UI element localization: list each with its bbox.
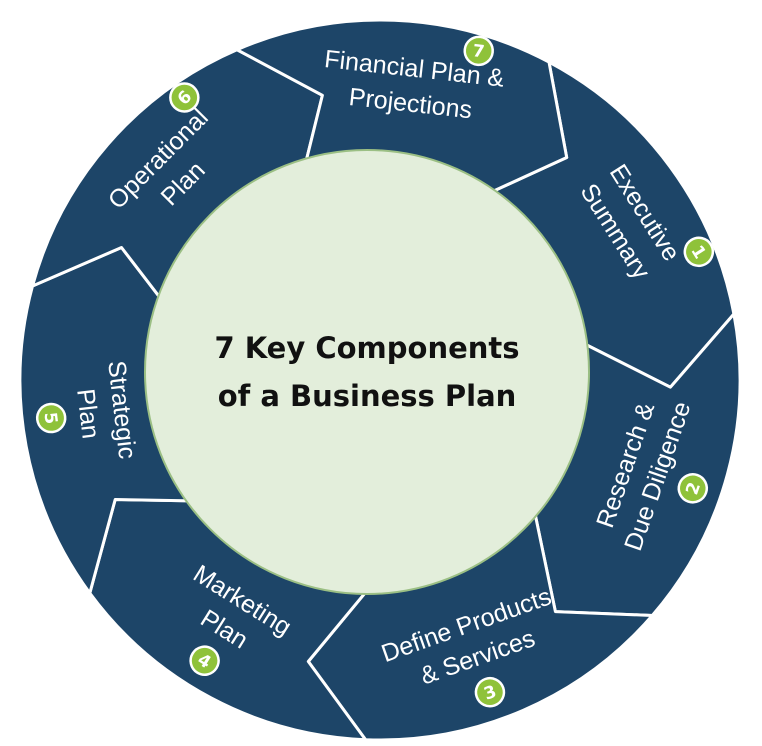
badge-1: [683, 236, 715, 268]
center-title-line1: 7 Key Components: [214, 331, 519, 365]
component-title-line2: Plan: [71, 387, 105, 440]
badge-4: [189, 645, 220, 676]
badge-5: [35, 402, 67, 434]
badge-number: 5: [40, 411, 61, 425]
badge-7: [463, 35, 494, 67]
badge-3: [474, 676, 506, 708]
badge-number: 7: [472, 41, 486, 62]
center-circle: [144, 149, 590, 595]
badge-2: [677, 473, 709, 504]
badge-6: [169, 82, 200, 113]
center-title-line2: of a Business Plan: [218, 379, 517, 413]
